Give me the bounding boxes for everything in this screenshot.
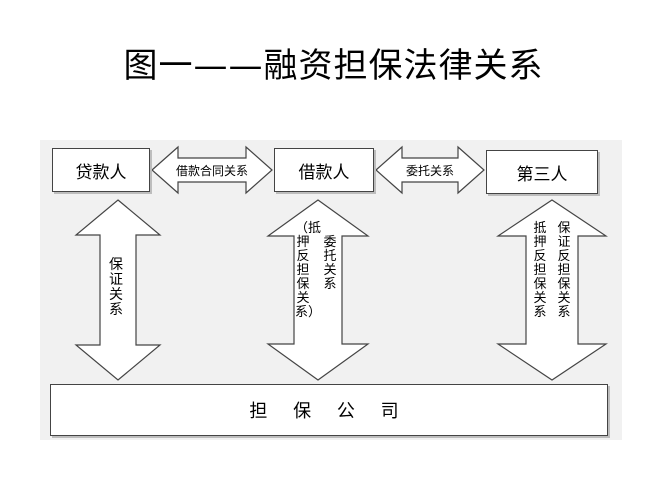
- borrower-counter-arrow: [266, 199, 370, 381]
- third-party-box: 第三人: [486, 150, 598, 194]
- guarantee-arrow: [74, 199, 162, 381]
- borrower-counter-label: （抵押反担保关系）: [295, 221, 322, 320]
- borrower-box: 借款人: [274, 148, 374, 192]
- diagram-title: 图一——融资担保法律关系: [123, 46, 544, 86]
- guarantee-company-box: 担 保 公 司: [50, 384, 608, 436]
- loan-contract-label: 借款合同关系: [175, 164, 248, 178]
- third-party-label: 第三人: [516, 164, 568, 185]
- third-party-pledge-label: 抵押反担保关系: [533, 221, 547, 320]
- entrustment-arrow: [375, 145, 485, 195]
- third-party-guarantee-label: 保证反担保关系: [557, 221, 571, 320]
- guarantee-relation-label: 保证关系: [109, 257, 123, 318]
- lender-box: 贷款人: [52, 148, 150, 192]
- entrustment-label: 委托关系: [405, 164, 454, 178]
- guarantee-company-label: 担 保 公 司: [249, 401, 409, 422]
- lender-label: 贷款人: [75, 162, 127, 183]
- borrower-entrust-label: 委托关系: [323, 235, 337, 292]
- third-party-counter-arrow: [496, 199, 608, 381]
- loan-contract-arrow: [151, 145, 273, 195]
- borrower-label: 借款人: [298, 162, 350, 183]
